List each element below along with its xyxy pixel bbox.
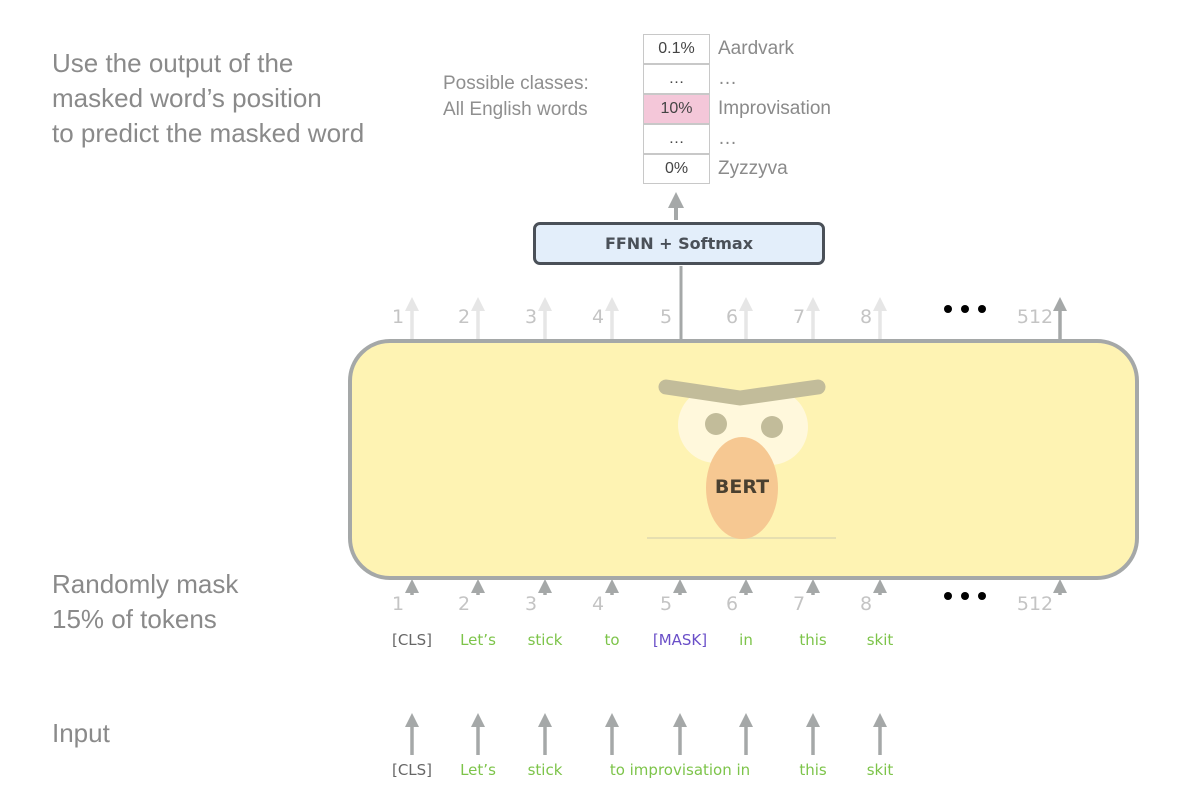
class-word: … [718,128,737,149]
class-word: Zyzzyva [718,158,788,179]
input-token: Let’s [460,761,496,779]
position-number-bottom: 1 [391,593,405,615]
probability-cell: … [643,64,710,94]
position-number-bottom: 6 [725,593,739,615]
input-arrows [405,579,1067,595]
masked-token: stick [527,631,563,649]
position-number-top: 6 [725,306,739,328]
probability-cell: 0.1% [643,34,710,64]
bert-label: BERT [714,476,770,498]
position-number-bottom: 7 [792,593,806,615]
output-arrows [405,297,1067,341]
classes-label-line: Possible classes: [443,73,589,94]
input-token: stick [527,761,563,779]
masked-token: Let’s [460,631,496,649]
position-number-top: 512 [1016,306,1054,328]
input-token: skit [866,761,894,779]
ellipsis-top-icon [944,305,986,313]
position-number-bottom: 3 [524,593,538,615]
position-number-bottom: 4 [591,593,605,615]
masked-token: this [799,631,827,649]
masked-token: to [604,631,620,649]
masked-token: skit [866,631,894,649]
position-number-bottom: 5 [659,593,673,615]
bert-face-icon [647,379,836,539]
ffnn-softmax-box: FFNN + Softmax [533,222,825,265]
class-word: Aardvark [718,38,795,59]
heading-line: masked word’s position [52,83,322,113]
position-number-top: 5 [659,306,673,328]
heading-line: to predict the masked word [52,118,365,148]
masked-token: [MASK] [652,631,708,649]
classes-label: Possible classes: All English words [443,71,589,123]
input-token: to improvisation in [609,761,751,779]
position-number-bottom: 512 [1016,593,1054,615]
position-number-top: 3 [524,306,538,328]
heading-input: Input [52,718,110,748]
position-number-top: 7 [792,306,806,328]
heading-output: Use the output of the masked word’s posi… [52,46,364,151]
probability-cell: 10% [643,94,710,124]
input-token: this [799,761,827,779]
position-number-top: 2 [457,306,471,328]
masked-token: in [739,631,753,649]
heading-line: 15% of tokens [52,604,217,634]
masked-token: [CLS] [391,631,433,649]
position-number-bottom: 8 [859,593,873,615]
class-word: … [718,68,737,89]
probability-cell: … [643,124,710,154]
heading-line: Use the output of the [52,48,294,78]
position-number-top: 4 [591,306,605,328]
position-number-top: 1 [391,306,405,328]
heading-line: Randomly mask [52,569,239,599]
input-token: [CLS] [391,761,433,779]
classes-label-line: All English words [443,99,588,120]
ellipsis-bottom-icon [944,592,986,600]
probability-cell: 0% [643,154,710,184]
raw-input-arrows [405,713,887,755]
heading-mask: Randomly mask 15% of tokens [52,567,238,637]
class-word: Improvisation [718,98,831,119]
position-number-top: 8 [859,306,873,328]
position-number-bottom: 2 [457,593,471,615]
